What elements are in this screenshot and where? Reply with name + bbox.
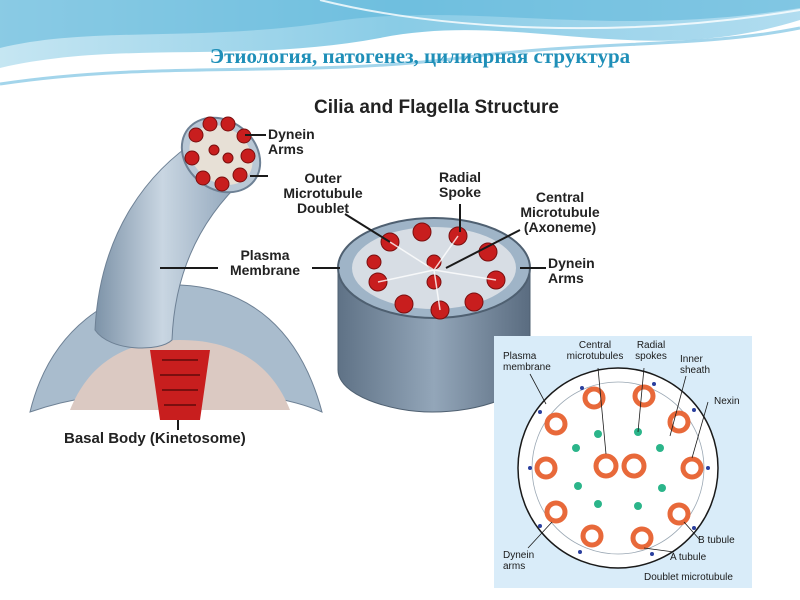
- label-central-microtubule: Central Microtubule (Axoneme): [520, 189, 600, 235]
- inset-label-a-tubule: A tubule: [670, 552, 707, 563]
- inset-label-plasma-membrane: Plasma membrane: [503, 351, 551, 373]
- label-plasma-membrane: Plasma Membrane: [229, 247, 301, 278]
- label-basal-body: Basal Body (Kinetosome): [64, 430, 246, 447]
- inset-label-radial-spokes: Radial spokes: [635, 340, 667, 362]
- figure-title: Cilia and Flagella Structure: [314, 97, 559, 118]
- inset-label-dynein-arms: Dynein arms: [503, 550, 535, 572]
- inset-label-doublet-microtubule: Doublet microtubule: [644, 572, 733, 583]
- inset-label-b-tubule: B tubule: [698, 535, 735, 546]
- inset-label-nexin: Nexin: [714, 396, 740, 407]
- inset-cross-section-diagram: [494, 336, 752, 588]
- slide-title: Этиология, патогенез, цилиарная структур…: [209, 44, 631, 68]
- label-dynein-arms-right: Dynein Arms: [548, 255, 595, 286]
- inset-label-inner-sheath: Inner sheath: [680, 354, 711, 376]
- label-outer-microtubule-doublet: Outer Microtubule Doublet: [283, 170, 363, 216]
- label-dynein-arms-top: Dynein Arms: [268, 126, 315, 157]
- inset-label-central-microtubules: Central microtubules: [566, 340, 624, 362]
- label-radial-spoke: Radial Spoke: [438, 169, 481, 200]
